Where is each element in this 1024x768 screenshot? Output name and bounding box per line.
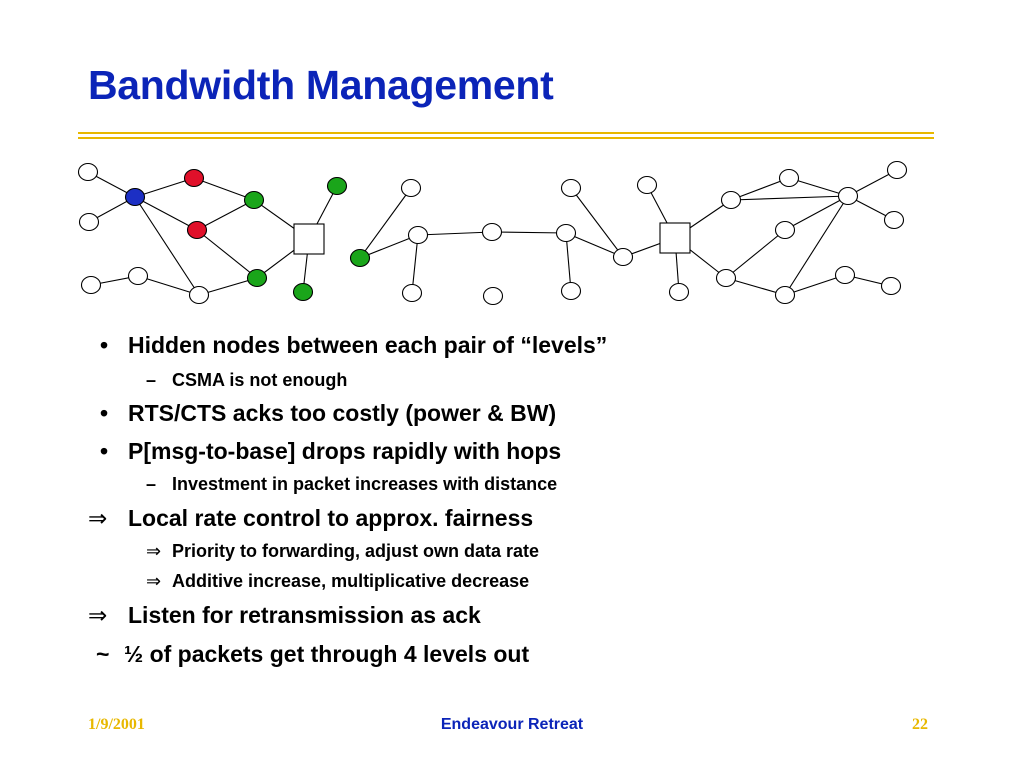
bullet-marker: ⇒ <box>146 541 162 561</box>
sensor-node <box>400 178 422 198</box>
network-link <box>359 187 412 259</box>
sensor-node <box>837 186 859 206</box>
red-sensor-node <box>186 220 208 240</box>
sensor-node <box>834 265 856 285</box>
network-link <box>784 195 849 296</box>
bullet-marker: • <box>100 438 109 464</box>
base-station-node <box>293 223 325 255</box>
title-underline <box>78 132 934 134</box>
network-link <box>565 232 572 292</box>
network-link <box>198 277 258 296</box>
bullet-marker: ⇒ <box>88 602 108 628</box>
sensor-node <box>715 268 737 288</box>
bullet-text: Hidden nodes between each pair of “level… <box>128 332 608 358</box>
sensor-node <box>774 220 796 240</box>
red-sensor-node <box>183 168 205 188</box>
sensor-node <box>78 212 100 232</box>
network-link <box>196 199 255 231</box>
bullet-text: Listen for retransmission as ack <box>128 602 481 628</box>
bullet-marker: ⇒ <box>88 505 108 531</box>
network-link <box>725 277 786 296</box>
sensor-node <box>668 282 690 302</box>
bullet-text: ½ of packets get through 4 levels out <box>124 641 530 667</box>
sensor-node <box>481 222 503 242</box>
sensor-node <box>778 168 800 188</box>
green-sensor-node <box>326 176 348 196</box>
network-nodes <box>77 160 908 306</box>
network-link <box>788 177 849 197</box>
network-link <box>134 196 198 231</box>
bullet-text: CSMA is not enough <box>172 370 348 390</box>
bullet-text: Investment in packet increases with dist… <box>172 474 558 494</box>
network-link <box>196 229 258 279</box>
sensor-node <box>401 283 423 303</box>
network-link <box>491 231 567 234</box>
bullet-marker: • <box>100 400 109 426</box>
green-sensor-node <box>243 190 265 210</box>
bullet-marker: – <box>146 474 157 494</box>
green-sensor-node <box>292 282 314 302</box>
sensor-node <box>555 223 577 243</box>
footer-date: 1/9/2001 <box>88 716 145 733</box>
sensor-node <box>883 210 905 230</box>
network-link <box>730 195 849 201</box>
sensor-node <box>407 225 429 245</box>
network-link <box>784 274 846 296</box>
blue-sensor-node <box>124 187 146 207</box>
bullet-marker: ~ <box>96 641 110 667</box>
sensor-node <box>720 190 742 210</box>
bullet-marker: – <box>146 370 157 390</box>
network-link <box>417 231 493 236</box>
green-sensor-node <box>349 248 371 268</box>
bullet-text: Local rate control to approx. fairness <box>128 505 534 531</box>
footer-page-number: 22 <box>912 716 928 733</box>
network-link <box>137 275 200 296</box>
sensor-node <box>612 247 634 267</box>
sensor-node <box>886 160 908 180</box>
network-link <box>570 187 624 258</box>
network-diagram <box>77 160 908 306</box>
network-link <box>565 232 624 258</box>
sensor-node <box>188 285 210 305</box>
bullet-text: RTS/CTS acks too costly (power & BW) <box>128 400 557 426</box>
sensor-node <box>774 285 796 305</box>
network-link <box>193 177 255 201</box>
sensor-node <box>482 286 504 306</box>
network-link <box>730 177 790 201</box>
bullet-text: Additive increase, multiplicative decrea… <box>172 571 530 591</box>
green-sensor-node <box>246 268 268 288</box>
network-link <box>359 234 419 259</box>
sensor-node <box>127 266 149 286</box>
bullet-text: Priority to forwarding, adjust own data … <box>172 541 540 561</box>
network-link <box>134 196 200 296</box>
bullet-text: P[msg-to-base] drops rapidly with hops <box>128 438 562 464</box>
base-station-node <box>659 222 691 254</box>
footer-title: Endeavour Retreat <box>440 716 584 733</box>
sensor-node <box>560 178 582 198</box>
network-link <box>411 234 419 294</box>
sensor-node <box>880 276 902 296</box>
network-link <box>784 195 849 231</box>
sensor-node <box>636 175 658 195</box>
sensor-node <box>80 275 102 295</box>
sensor-node <box>560 281 582 301</box>
network-link <box>725 229 786 279</box>
sensor-node <box>77 162 99 182</box>
bullet-marker: ⇒ <box>146 571 162 591</box>
slide-title: Bandwidth Management <box>88 62 554 108</box>
title-underline-secondary <box>78 137 934 139</box>
network-link <box>134 177 195 198</box>
bullet-marker: • <box>100 332 109 358</box>
